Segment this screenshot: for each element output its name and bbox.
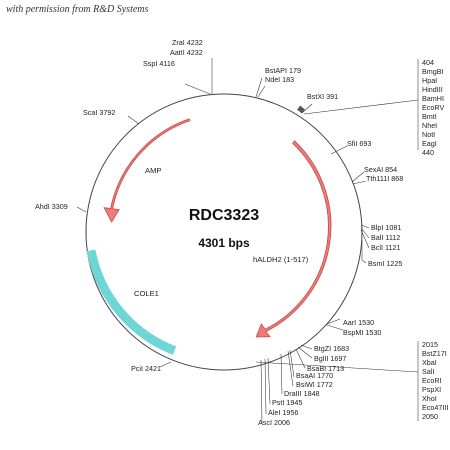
permission-credit: with permission from R&D Systems	[6, 4, 149, 15]
mcs2-item: EcoRI	[422, 376, 442, 385]
ndei-site-label: NdeI 183	[265, 75, 294, 84]
mcs1-item: EagI	[422, 139, 437, 148]
bali-site-label: BalI 1112	[371, 233, 400, 242]
scai-site-label: ScaI 3792	[83, 108, 115, 117]
plasmid-name: RDC3323	[189, 207, 259, 224]
ndei-leader	[257, 85, 266, 98]
zrai-site-label: ZraI 4232	[172, 38, 203, 47]
mcs2-item: BstZ17I	[422, 349, 447, 358]
bsiwi-site-label: BsiWI 1772	[296, 380, 333, 389]
haldh2-label: hALDH2 (1-517)	[253, 255, 309, 264]
mcs1-item: EcoRV	[422, 103, 444, 112]
mcs2-item: 2050	[422, 412, 438, 421]
bsmi-leader	[361, 240, 367, 264]
plasmid-backbone	[85, 93, 363, 371]
ahdi-site-label: AhdI 3309	[35, 202, 68, 211]
mcs2-site-list: 2015 BstZ17I XbaI SalI EcoRI PspXI XhoI …	[422, 340, 448, 421]
mcs2-item: XbaI	[422, 358, 437, 367]
sspi-leader	[184, 83, 211, 95]
mcs1-item: HpaI	[422, 76, 437, 85]
mcs2-item: SalI	[422, 367, 434, 376]
mcs1-item: BmtI	[422, 112, 437, 121]
mcs1-item: NheI	[422, 121, 437, 130]
blpi-site-label: BlpI 1081	[371, 223, 401, 232]
bcli-site-label: BclI 1121	[371, 243, 400, 252]
ahdi-leader	[76, 206, 87, 213]
bstxi-leader	[301, 103, 313, 114]
bsmi-site-label: BsmI 1225	[368, 259, 402, 268]
bstxi-site-label: BstXI 391	[307, 92, 338, 101]
draiii-leader	[280, 353, 283, 395]
btgzi-leader	[300, 344, 313, 350]
bsaai-site-label: BsaAI 1770	[296, 371, 333, 380]
cole1-feature-arc	[86, 249, 177, 355]
alei-site-label: AleI 1956	[268, 408, 298, 417]
tth111i-leader	[352, 180, 367, 185]
sexai-site-label: SexAI 854	[364, 165, 397, 174]
mcs1-item: BmgBI	[422, 67, 444, 76]
bsabi-site-label: BsaBI 1713	[307, 364, 344, 373]
bstapi-site-label: BstAPI 179	[265, 66, 301, 75]
sspi-site-label: SspI 4116	[143, 59, 175, 68]
amp-label: AMP	[145, 166, 161, 175]
alei-leader	[264, 358, 267, 415]
mcs1-marker	[297, 105, 305, 114]
mcs1-site-list: 404 BmgBI HpaI HindIII BamHI EcoRV BmtI …	[422, 58, 444, 157]
bsiwi-leader	[287, 350, 294, 387]
pcii-leader	[159, 361, 172, 368]
draiii-site-label: DraIII 1848	[284, 389, 320, 398]
bspmi-leader	[326, 324, 344, 331]
asci-leader	[260, 359, 263, 425]
psti-site-label: PstI 1945	[272, 398, 302, 407]
mcs1-item: HindIII	[422, 85, 443, 94]
sfii-leader	[330, 145, 348, 155]
mcs1-item: NotI	[422, 130, 435, 139]
mcs2-item: PspXI	[422, 385, 441, 394]
mcs2-item: Eco47III	[422, 403, 448, 412]
psti-leader	[267, 357, 271, 405]
mcs1-leader	[303, 99, 419, 115]
bspmi-site-label: BspMI 1530	[343, 328, 381, 337]
mcs2-item: 2015	[422, 340, 438, 349]
pcii-site-label: PciI 2421	[131, 364, 161, 373]
mcs1-item: BamHI	[422, 94, 444, 103]
aari-leader	[326, 318, 341, 325]
sfii-site-label: SfiI 693	[347, 139, 371, 148]
bsaai-leader	[289, 349, 295, 378]
bglii-leader	[297, 346, 313, 359]
mcs1-item: 440	[422, 148, 434, 157]
bglii-site-label: BglII 1697	[314, 354, 346, 363]
mcs1-item: 404	[422, 58, 434, 67]
mcs2-item: XhoI	[422, 394, 437, 403]
tth111i-site-label: Tth111I 868	[366, 174, 403, 183]
bcli-leader	[360, 229, 370, 249]
haldh2-feature-arrow	[255, 140, 332, 338]
cole1-label: COLE1	[134, 289, 159, 298]
aari-site-label: AarI 1530	[343, 318, 374, 327]
plasmid-size: 4301 bps	[198, 236, 250, 250]
mcs2-leader	[255, 361, 419, 373]
scai-leader	[127, 115, 140, 125]
amp-feature-arrow	[103, 118, 191, 223]
aatii-site-label: AatII 4232	[170, 48, 203, 57]
sexai-leader	[351, 171, 365, 183]
bali-leader	[360, 227, 370, 239]
blpi-leader	[360, 224, 370, 229]
btgzi-site-label: BtgZI 1683	[314, 344, 349, 353]
asci-site-label: AscI 2006	[258, 418, 290, 427]
bstapi-leader	[255, 77, 263, 98]
